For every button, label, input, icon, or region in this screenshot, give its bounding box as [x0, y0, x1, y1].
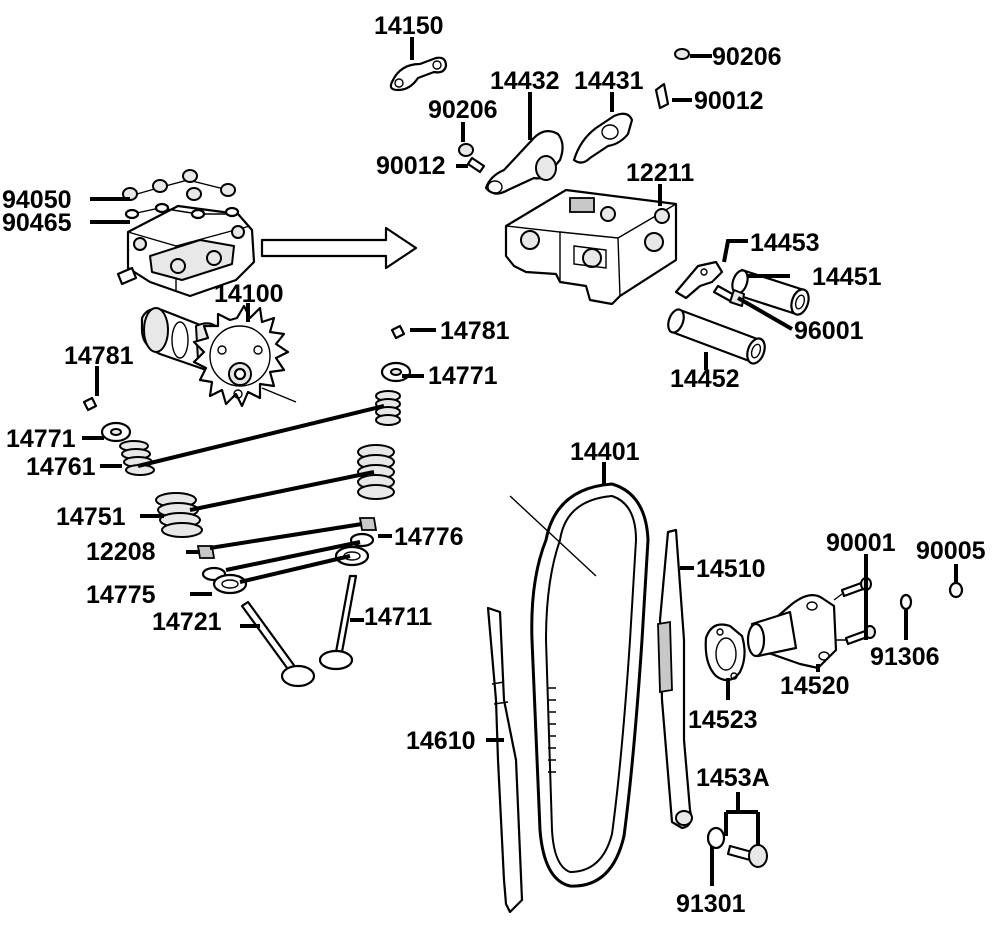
label-14100: 14100 — [214, 280, 284, 308]
label-14150: 14150 — [374, 12, 444, 40]
part-14781-pin-left — [82, 396, 98, 412]
part-14610-chain-guide — [486, 606, 524, 914]
part-14775-washer-right — [334, 532, 375, 567]
part-14751-outer-spring-right — [357, 444, 395, 500]
label-12208: 12208 — [86, 538, 156, 566]
part-12211-rocker-holder — [504, 188, 678, 306]
label-14761: 14761 — [26, 453, 96, 481]
label-94050: 94050 — [2, 186, 72, 214]
label-90012-left: 90012 — [376, 152, 446, 180]
label-14520: 14520 — [780, 672, 850, 700]
label-14453: 14453 — [750, 229, 820, 257]
label-96001: 96001 — [794, 317, 864, 345]
part-14523-gasket — [704, 623, 746, 682]
part-14431-rocker-arm — [572, 112, 634, 164]
part-90206-nut-right — [674, 48, 690, 60]
part-14751-outer-spring-left — [155, 492, 203, 538]
label-14771-left: 14771 — [6, 425, 76, 453]
part-91306-o-ring — [899, 593, 913, 611]
part-14401-timing-chain — [509, 482, 650, 888]
part-14432-rocker-arm — [484, 129, 564, 195]
part-14761-inner-spring-left — [119, 440, 155, 476]
part-90001-bolts — [833, 577, 876, 646]
label-14781-left: 14781 — [64, 342, 134, 370]
label-14523: 14523 — [688, 706, 758, 734]
part-14150-bracket — [389, 56, 448, 92]
part-96001-bolt — [712, 284, 745, 307]
arrow-right-icon — [260, 226, 418, 270]
part-14776-valve-seal — [358, 517, 378, 531]
part-14781-pin-right — [390, 324, 406, 340]
part-14520-tensioner — [746, 593, 838, 670]
label-91306: 91306 — [870, 643, 940, 671]
label-90012-right: 90012 — [694, 87, 764, 115]
part-14453-plate — [674, 260, 724, 300]
part-1453A-bolt — [726, 844, 768, 868]
label-90206-right: 90206 — [712, 43, 782, 71]
leader-lines — [82, 37, 958, 886]
part-90465-washers — [124, 202, 240, 220]
label-1453A: 1453A — [696, 764, 770, 792]
part-14452-rocker-shaft — [667, 308, 766, 365]
label-90465: 90465 — [2, 209, 72, 237]
label-14771-right: 14771 — [428, 362, 498, 390]
part-number-labels: 14150 90206 14432 14431 90012 90206 9001… — [2, 12, 986, 918]
part-14100-camshaft-sprocket — [140, 304, 297, 408]
part-14510-tensioner-guide — [657, 528, 693, 830]
part-90206-nut-left — [458, 143, 474, 157]
label-91301: 91301 — [676, 890, 746, 918]
part-14775-washer-left — [201, 566, 248, 595]
label-90206-left: 90206 — [428, 96, 498, 124]
part-90005-washer — [948, 581, 964, 599]
label-14432: 14432 — [490, 67, 560, 95]
label-14776: 14776 — [394, 523, 464, 551]
label-14610: 14610 — [406, 727, 476, 755]
part-14771-retainer-left — [100, 421, 132, 443]
label-14711: 14711 — [364, 603, 432, 631]
label-12211: 12211 — [626, 159, 694, 187]
label-90005: 90005 — [916, 537, 986, 565]
part-14721-valve — [240, 600, 316, 688]
label-14452: 14452 — [670, 365, 740, 393]
label-14751: 14751 — [56, 503, 126, 531]
label-90001: 90001 — [826, 529, 896, 557]
part-14711-valve — [318, 574, 358, 671]
label-14781-right: 14781 — [440, 317, 510, 345]
part-90012-pin-right — [654, 82, 670, 110]
part-91301-o-ring — [706, 826, 726, 850]
part-90012-pin-left — [466, 156, 486, 174]
label-14510: 14510 — [696, 555, 766, 583]
label-14775: 14775 — [86, 581, 156, 609]
label-14451: 14451 — [812, 263, 882, 291]
part-rocker-holder-assembly — [116, 204, 256, 298]
label-14721: 14721 — [152, 608, 222, 636]
label-14401: 14401 — [570, 438, 640, 466]
part-14771-retainer-right — [380, 361, 412, 383]
label-14431: 14431 — [574, 67, 644, 95]
